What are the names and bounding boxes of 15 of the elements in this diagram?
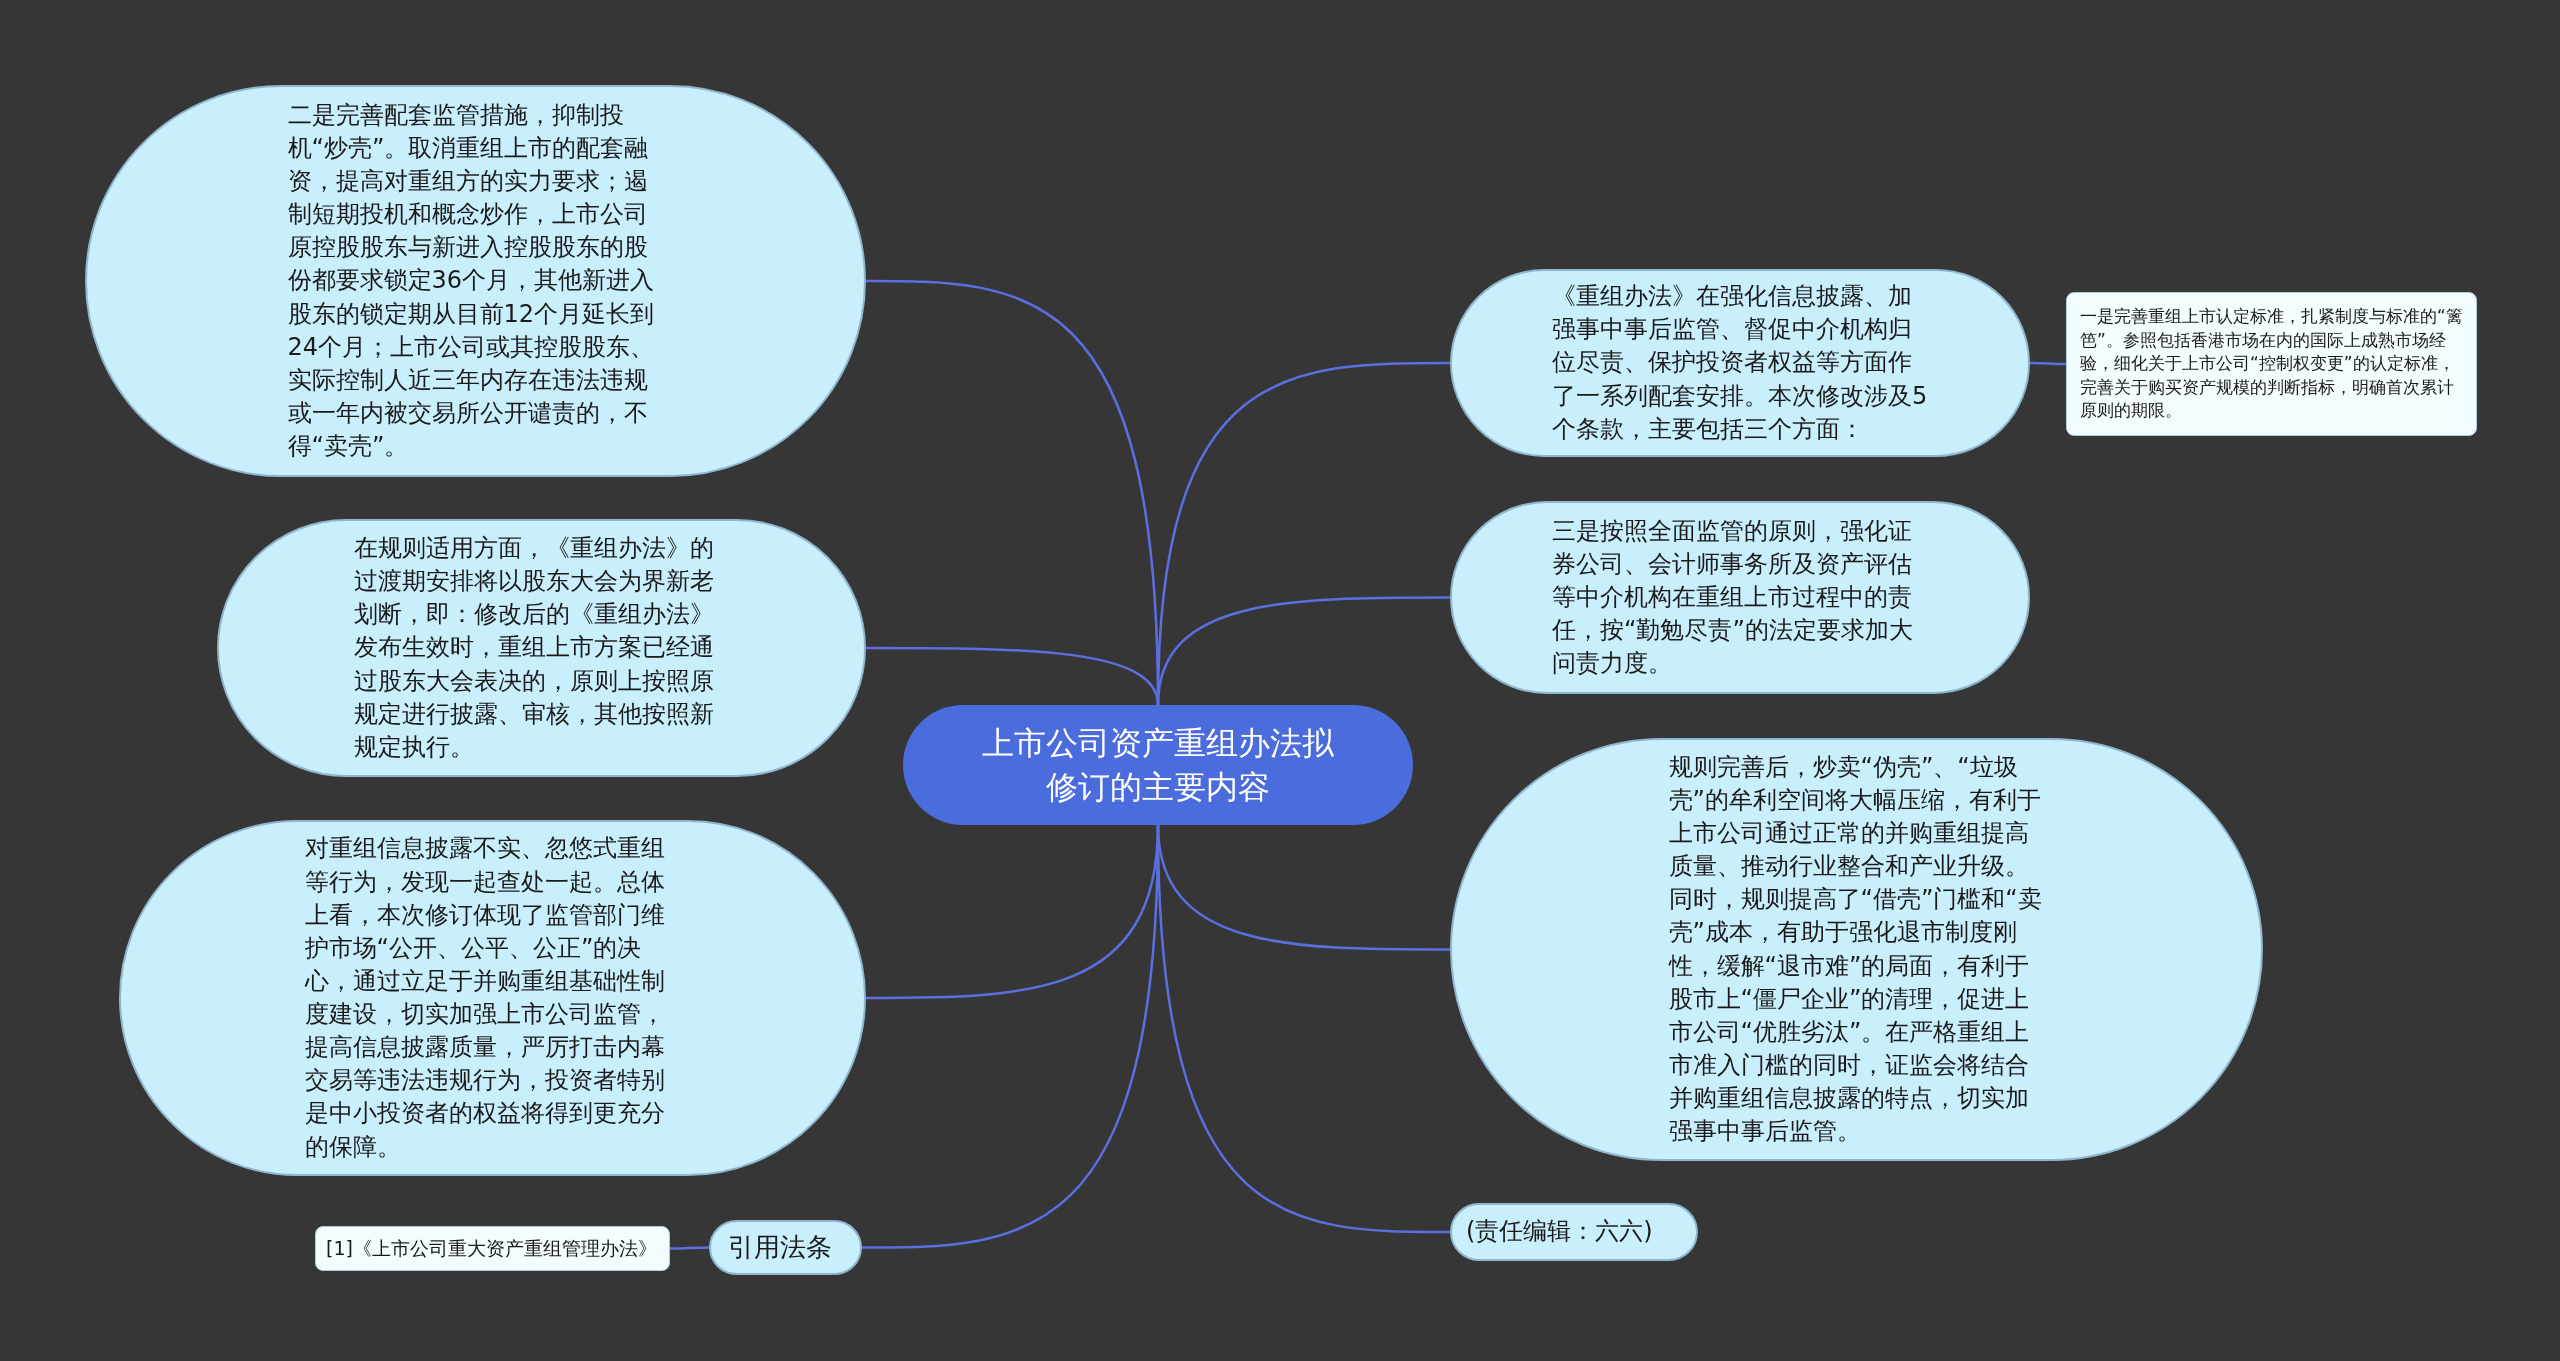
- connector-line: [1156, 824, 1450, 1234]
- topic-bubble: 三是按照全面监管的原则，强化证券公司、会计师事务所及资产评估等中介机构在重组上市过程中的责任，按“勤勉尽责”的法定要求加大问责力度。: [1450, 501, 2030, 694]
- topic-bubble: 对重组信息披露不实、忽悠式重组等行为，发现一起查处一起。总体上看，本次修订体现了监管部门维护市场“公开、公平、公正”的决心，通过立足于并购重组基础性制度建设，切实加强上市公司监管，提高信息披露质量，严厉打击内幕交易等违法违规行为，投资者特别是中小投资者的权益将得到更充分的保障。: [119, 820, 866, 1176]
- topic-bubble: 二是完善配套监管措施，抑制投机“炒壳”。取消重组上市的配套融资，提高对重组方的实力要求；遏制短期投机和概念炒作，上市公司原控股股东与新进入控股股东的股份都要求锁定36个月，其他新进入股东的锁定期从目前12个月延长到24个月；上市公司或其控股股东、实际控制人近三年内存在违法违规或一年内被交易所公开谴责的，不得“卖壳”。: [85, 85, 866, 477]
- topic-bubble: 《重组办法》在强化信息披露、加强事中事后监管、督促中介机构归位尽责、保护投资者权益等方面作了一系列配套安排。本次修改涉及5个条款，主要包括三个方面：: [1450, 269, 2030, 457]
- topic-bubble: (责任编辑：六六): [1450, 1203, 1698, 1261]
- connector-line: [670, 1246, 709, 1250]
- connector-line: [2030, 361, 2066, 366]
- central-topic-bubble: 上市公司资产重组办法拟修订的主要内容: [903, 705, 1413, 825]
- connector-line: [1156, 596, 1450, 706]
- topic-bubble: 引用法条: [709, 1220, 862, 1275]
- topic-bubble: 在规则适用方面，《重组办法》的过渡期安排将以股东大会为界新老划断，即：修改后的《重组办法》发布生效时，重组上市方案已经通过股东大会表决的，原则上按照原规定进行披露、审核，其他按照新规定执行。: [217, 519, 866, 777]
- topic-bubble: 规则完善后，炒卖“伪壳”、“垃圾壳”的牟利空间将大幅压缩，有利于上市公司通过正常的并购重组提高质量、推动行业整合和产业升级。同时，规则提高了“借壳”门槛和“卖壳”成本，有助于强化退市制度刚性，缓解“退市难”的局面，有利于股市上“僵尸企业”的清理，促进上市公司“优胜劣汰”。在严格重组上市准入门槛的同时，证监会将结合并购重组信息披露的特点，切实加强事中事后监管。: [1450, 738, 2263, 1161]
- note-card: 一是完善重组上市认定标准，扎紧制度与标准的“篱笆”。参照包括香港市场在内的国际上成熟市场经验，细化关于上市公司“控制权变更”的认定标准，完善关于购买资产规模的判断指标，明确首次累计原则的期限。: [2066, 292, 2477, 436]
- note-card: [1]《上市公司重大资产重组管理办法》: [315, 1226, 670, 1271]
